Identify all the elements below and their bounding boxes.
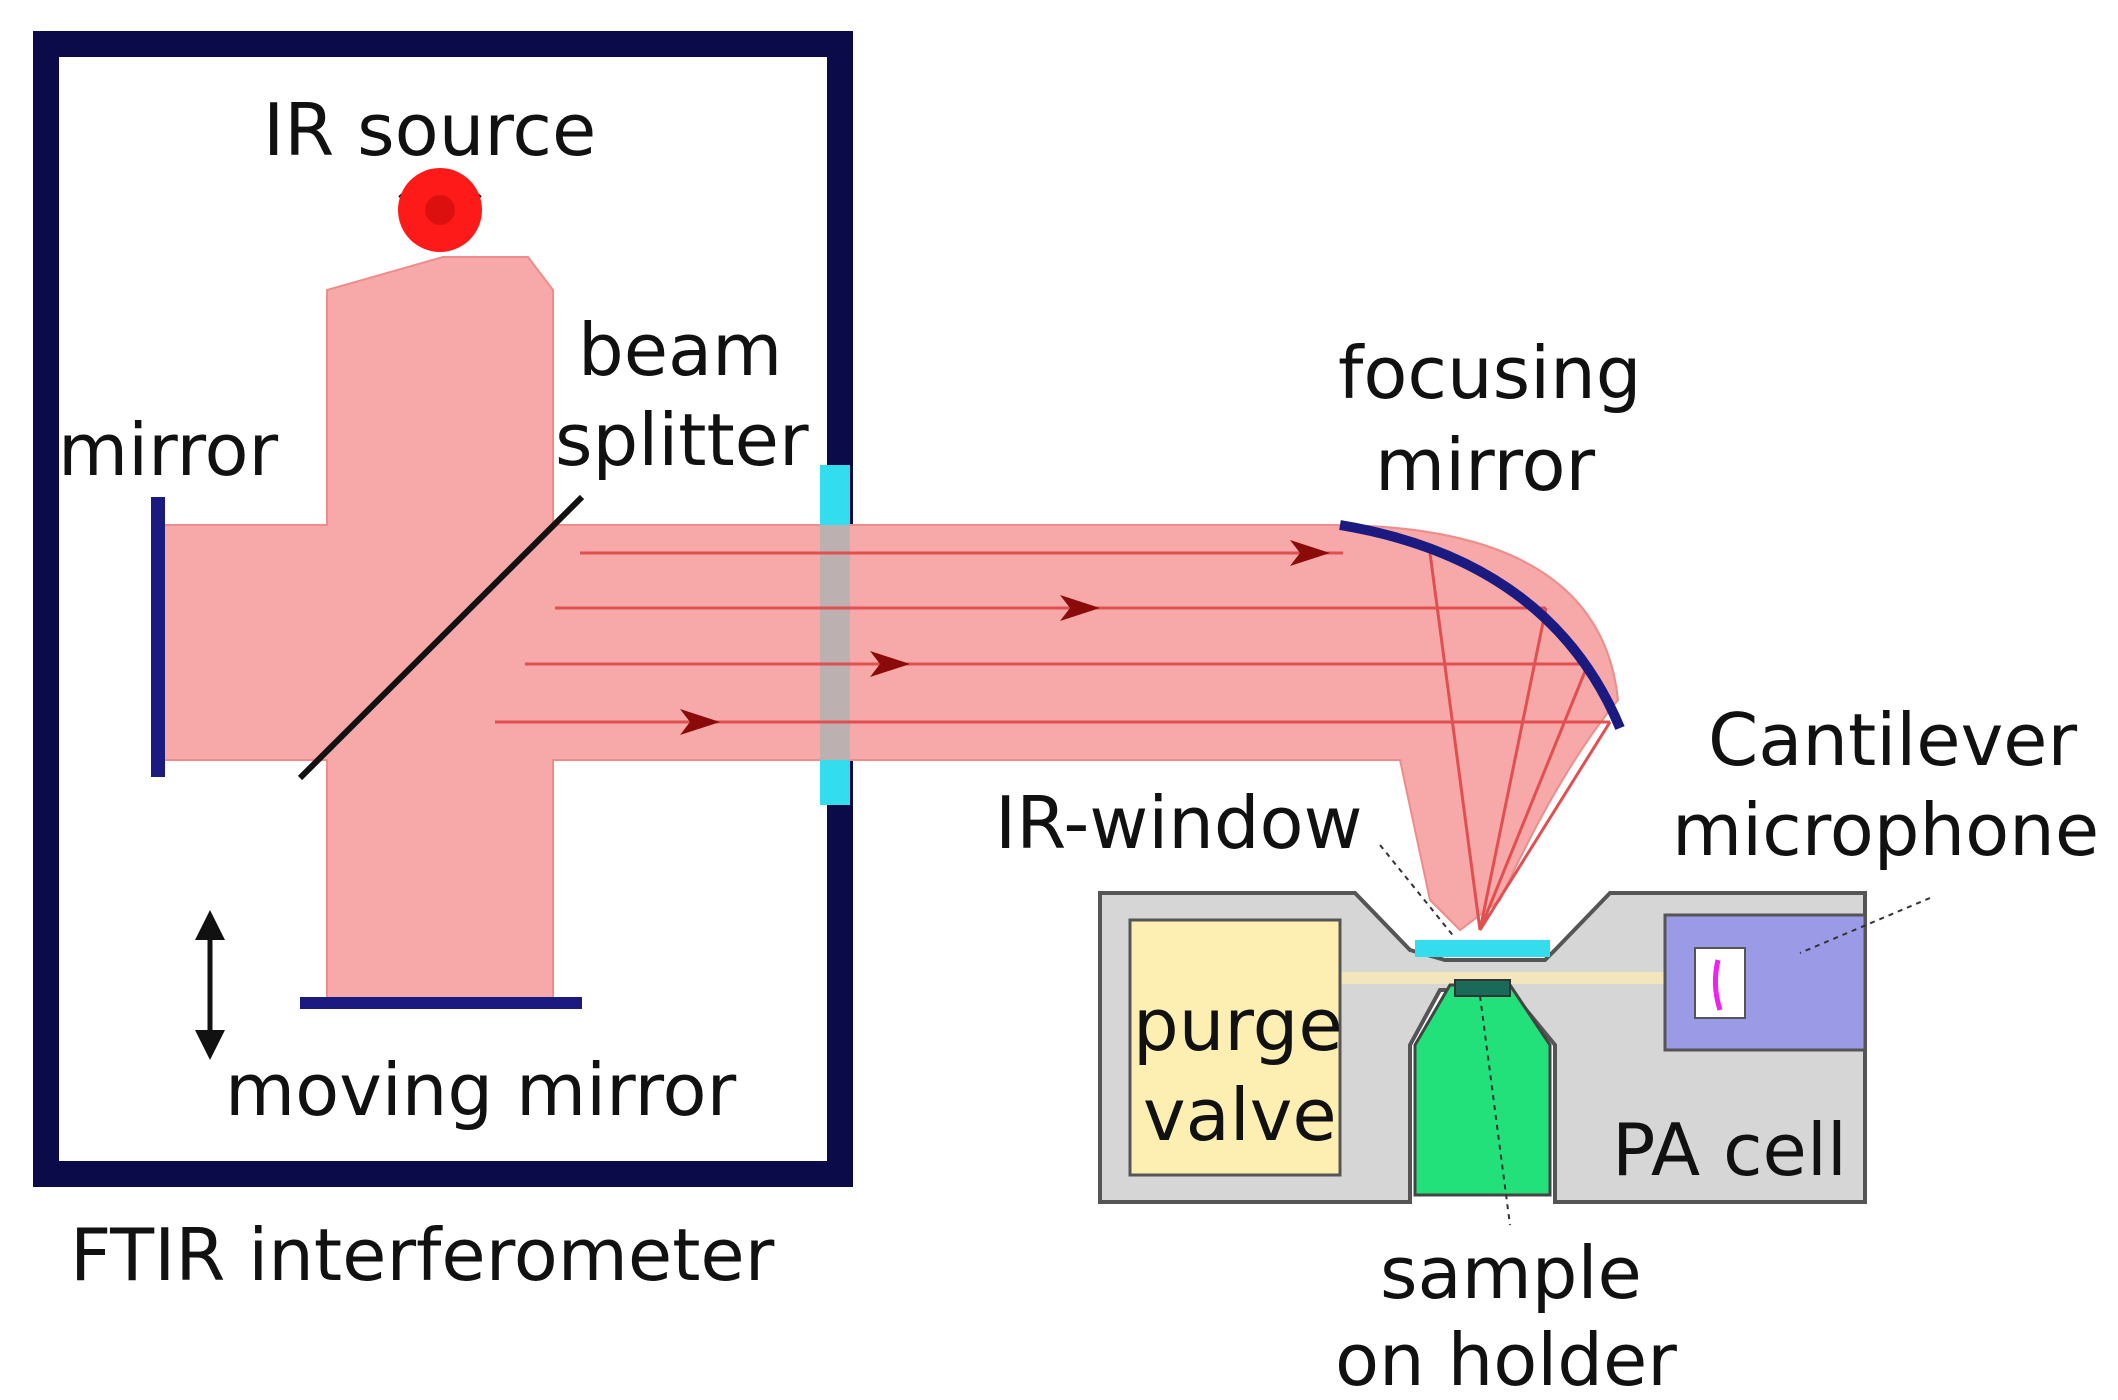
label-beam-splitter-2: splitter xyxy=(555,398,809,482)
label-focusing-mirror-1: focusing xyxy=(1338,331,1641,415)
label-moving-mirror: moving mirror xyxy=(225,1048,737,1132)
focusing-mirror xyxy=(1339,520,1625,730)
label-focusing-mirror-2: mirror xyxy=(1375,423,1596,507)
label-cantilever-2: microphone xyxy=(1672,788,2099,872)
label-cantilever-1: Cantilever xyxy=(1708,698,2077,782)
leader-lines xyxy=(1379,844,1931,1226)
beam-splitter xyxy=(297,494,585,781)
ir-port-window-bottom xyxy=(820,760,850,805)
ray-arrows xyxy=(680,540,1330,735)
label-sample-1: sample xyxy=(1380,1231,1642,1315)
label-ir-source: IR source xyxy=(263,88,596,172)
sample xyxy=(1454,979,1511,997)
label-beam-splitter-1: beam xyxy=(578,308,782,392)
focused-rays xyxy=(1428,552,1612,931)
ir-port-window-top xyxy=(820,465,850,525)
label-pa-cell: PA cell xyxy=(1612,1108,1847,1192)
parallel-rays xyxy=(495,551,1610,724)
ir-window xyxy=(1415,940,1550,957)
label-ir-window: IR-window xyxy=(995,781,1363,865)
label-sample-2: on holder xyxy=(1335,1318,1677,1400)
cantilever xyxy=(1712,959,1723,1011)
label-purge-2: valve xyxy=(1143,1073,1337,1157)
purge-valve-box xyxy=(1128,918,1342,1177)
label-mirror: mirror xyxy=(58,408,279,492)
label-purge-1: purge xyxy=(1133,983,1343,1067)
label-ftir-interferometer: FTIR interferometer xyxy=(70,1213,775,1297)
